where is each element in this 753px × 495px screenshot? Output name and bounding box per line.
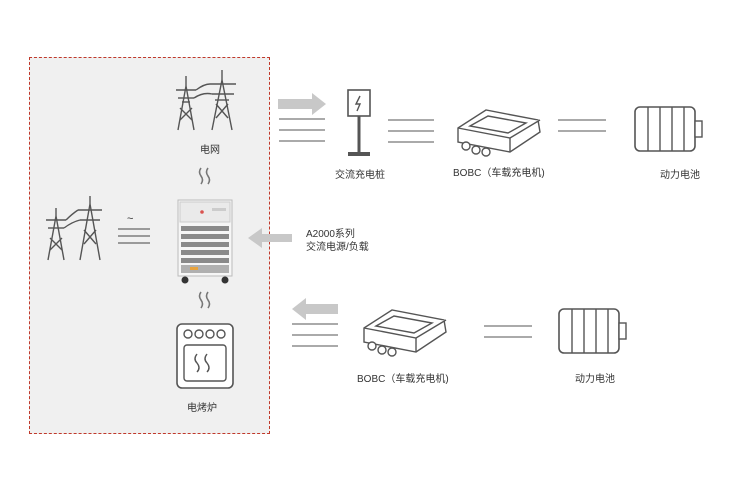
arrow-left-icon — [292, 298, 338, 320]
battery-top-label: 动力电池 — [660, 170, 700, 181]
obc-charger-icon — [363, 309, 447, 357]
connection-lines — [279, 118, 325, 142]
charging-pile-icon — [347, 89, 371, 156]
battery-icon — [634, 106, 703, 152]
connection-lines — [558, 119, 606, 132]
grid-label: 电网 — [200, 145, 220, 156]
arrow-left-icon — [248, 228, 292, 248]
ac-symbol: ~ — [127, 213, 134, 225]
arrow-right-icon — [278, 93, 326, 115]
product-name-label: A2000系列 — [306, 229, 355, 240]
bobc-bottom-label: BOBC（车载充电机) — [357, 374, 449, 385]
power-tower-left-icon — [46, 196, 102, 261]
obc-charger-icon — [457, 109, 541, 157]
battery-icon — [558, 308, 627, 354]
battery-bottom-label: 动力电池 — [575, 374, 615, 385]
a2000-cabinet-icon — [177, 199, 233, 284]
ac-pile-label: 交流充电桩 — [335, 170, 385, 181]
power-tower-icon — [176, 70, 236, 131]
connection-lines — [388, 119, 434, 143]
connection-lines — [292, 323, 338, 347]
product-desc-label: 交流电源/负载 — [306, 242, 369, 253]
bobc-top-label: BOBC（车载充电机) — [453, 168, 545, 179]
oven-icon — [176, 323, 234, 389]
heat-wave-icon — [198, 167, 211, 185]
oven-label: 电烤炉 — [187, 403, 217, 414]
connection-lines — [484, 325, 532, 338]
heat-wave-icon — [198, 291, 211, 309]
connection-lines — [118, 228, 150, 244]
